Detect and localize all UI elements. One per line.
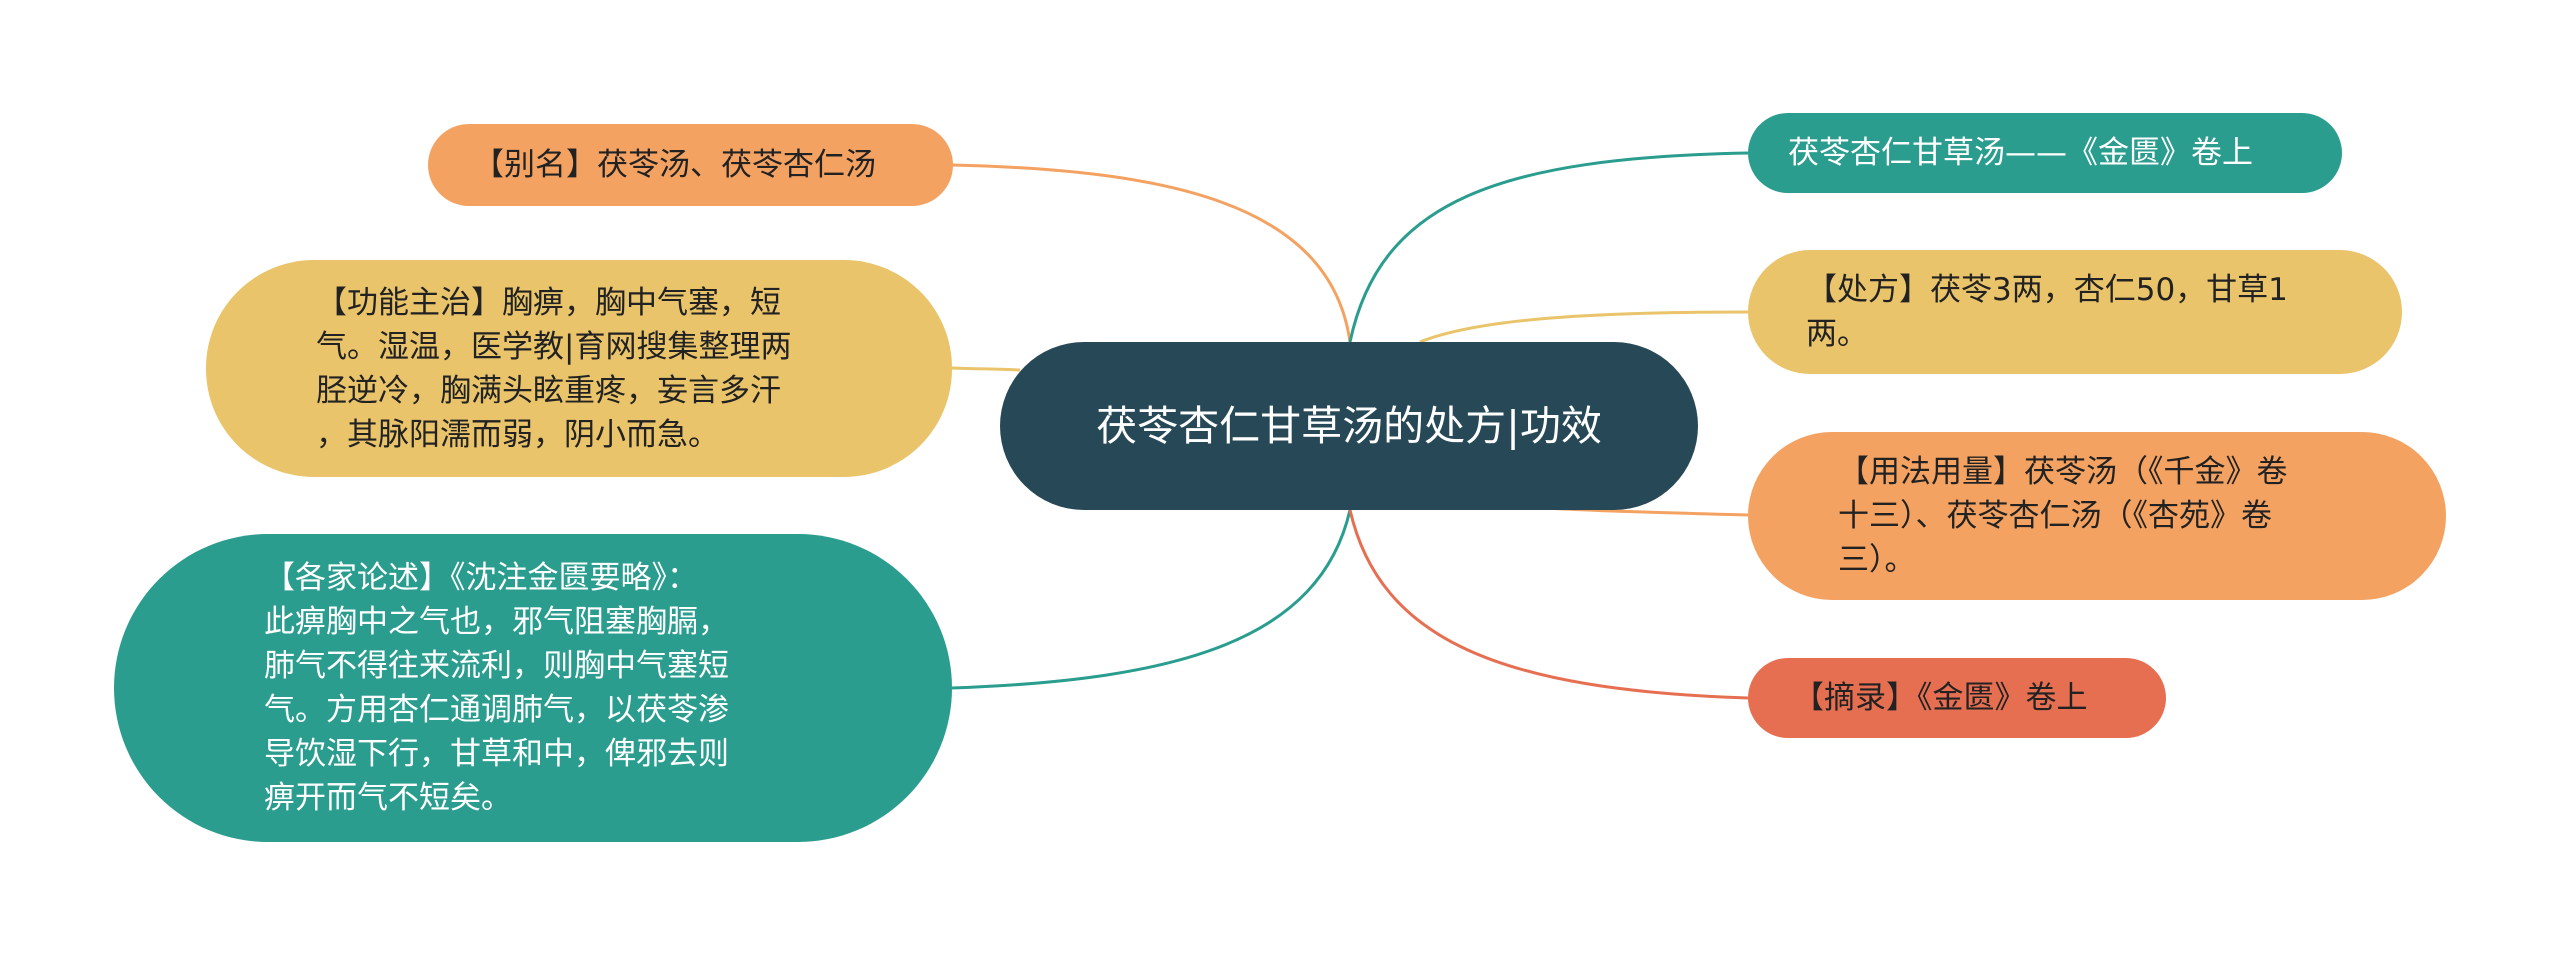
node-usage-text: 【用法用量】茯苓汤（《千金》卷 十三）、茯苓杏仁汤（《杏苑》卷 三）。 (1838, 454, 2288, 578)
node-commentary-text: 【各家论述】《沈注金匮要略》： 此痹胸中之气也，邪气阻塞胸膈， 肺气不得往来流利… (264, 560, 729, 816)
node-prescription[interactable]: 【处方】茯苓3两，杏仁50，甘草1 两。 (1748, 250, 2402, 374)
link-function (951, 366, 1021, 372)
node-commentary[interactable]: 【各家论述】《沈注金匮要略》： 此痹胸中之气也，邪气阻塞胸膈， 肺气不得往来流利… (114, 534, 952, 842)
node-prescription-text: 【处方】茯苓3两，杏仁50，甘草1 两。 (1806, 272, 2288, 352)
link-commentary (951, 509, 1352, 690)
node-alias[interactable]: 【别名】茯苓汤、茯苓杏仁汤 (428, 124, 953, 206)
node-function-text: 【功能主治】胸痹，胸中气塞，短 气。湿温，医学教|育网搜集整理两 胫逆冷，胸满头… (316, 284, 792, 453)
node-alias-text: 【别名】茯苓汤、茯苓杏仁汤 (473, 147, 876, 183)
node-usage[interactable]: 【用法用量】茯苓汤（《千金》卷 十三）、茯苓杏仁汤（《杏苑》卷 三）。 (1748, 432, 2446, 600)
central-topic-label: 茯苓杏仁甘草汤的处方|功效 (1096, 402, 1602, 450)
link-excerpt (1348, 509, 1749, 700)
node-source[interactable]: 茯苓杏仁甘草汤——《金匮》卷上 (1748, 113, 2342, 193)
link-alias (951, 163, 1352, 343)
central-topic[interactable]: 茯苓杏仁甘草汤的处方|功效 (1000, 342, 1698, 510)
node-excerpt-text: 【摘录】《金匮》卷上 (1793, 680, 2088, 716)
node-function[interactable]: 【功能主治】胸痹，胸中气塞，短 气。湿温，医学教|育网搜集整理两 胫逆冷，胸满头… (206, 260, 952, 477)
link-prescription (1419, 310, 1749, 344)
node-source-text: 茯苓杏仁甘草汤——《金匮》卷上 (1788, 135, 2253, 171)
link-source (1348, 151, 1749, 343)
node-excerpt[interactable]: 【摘录】《金匮》卷上 (1748, 658, 2166, 738)
